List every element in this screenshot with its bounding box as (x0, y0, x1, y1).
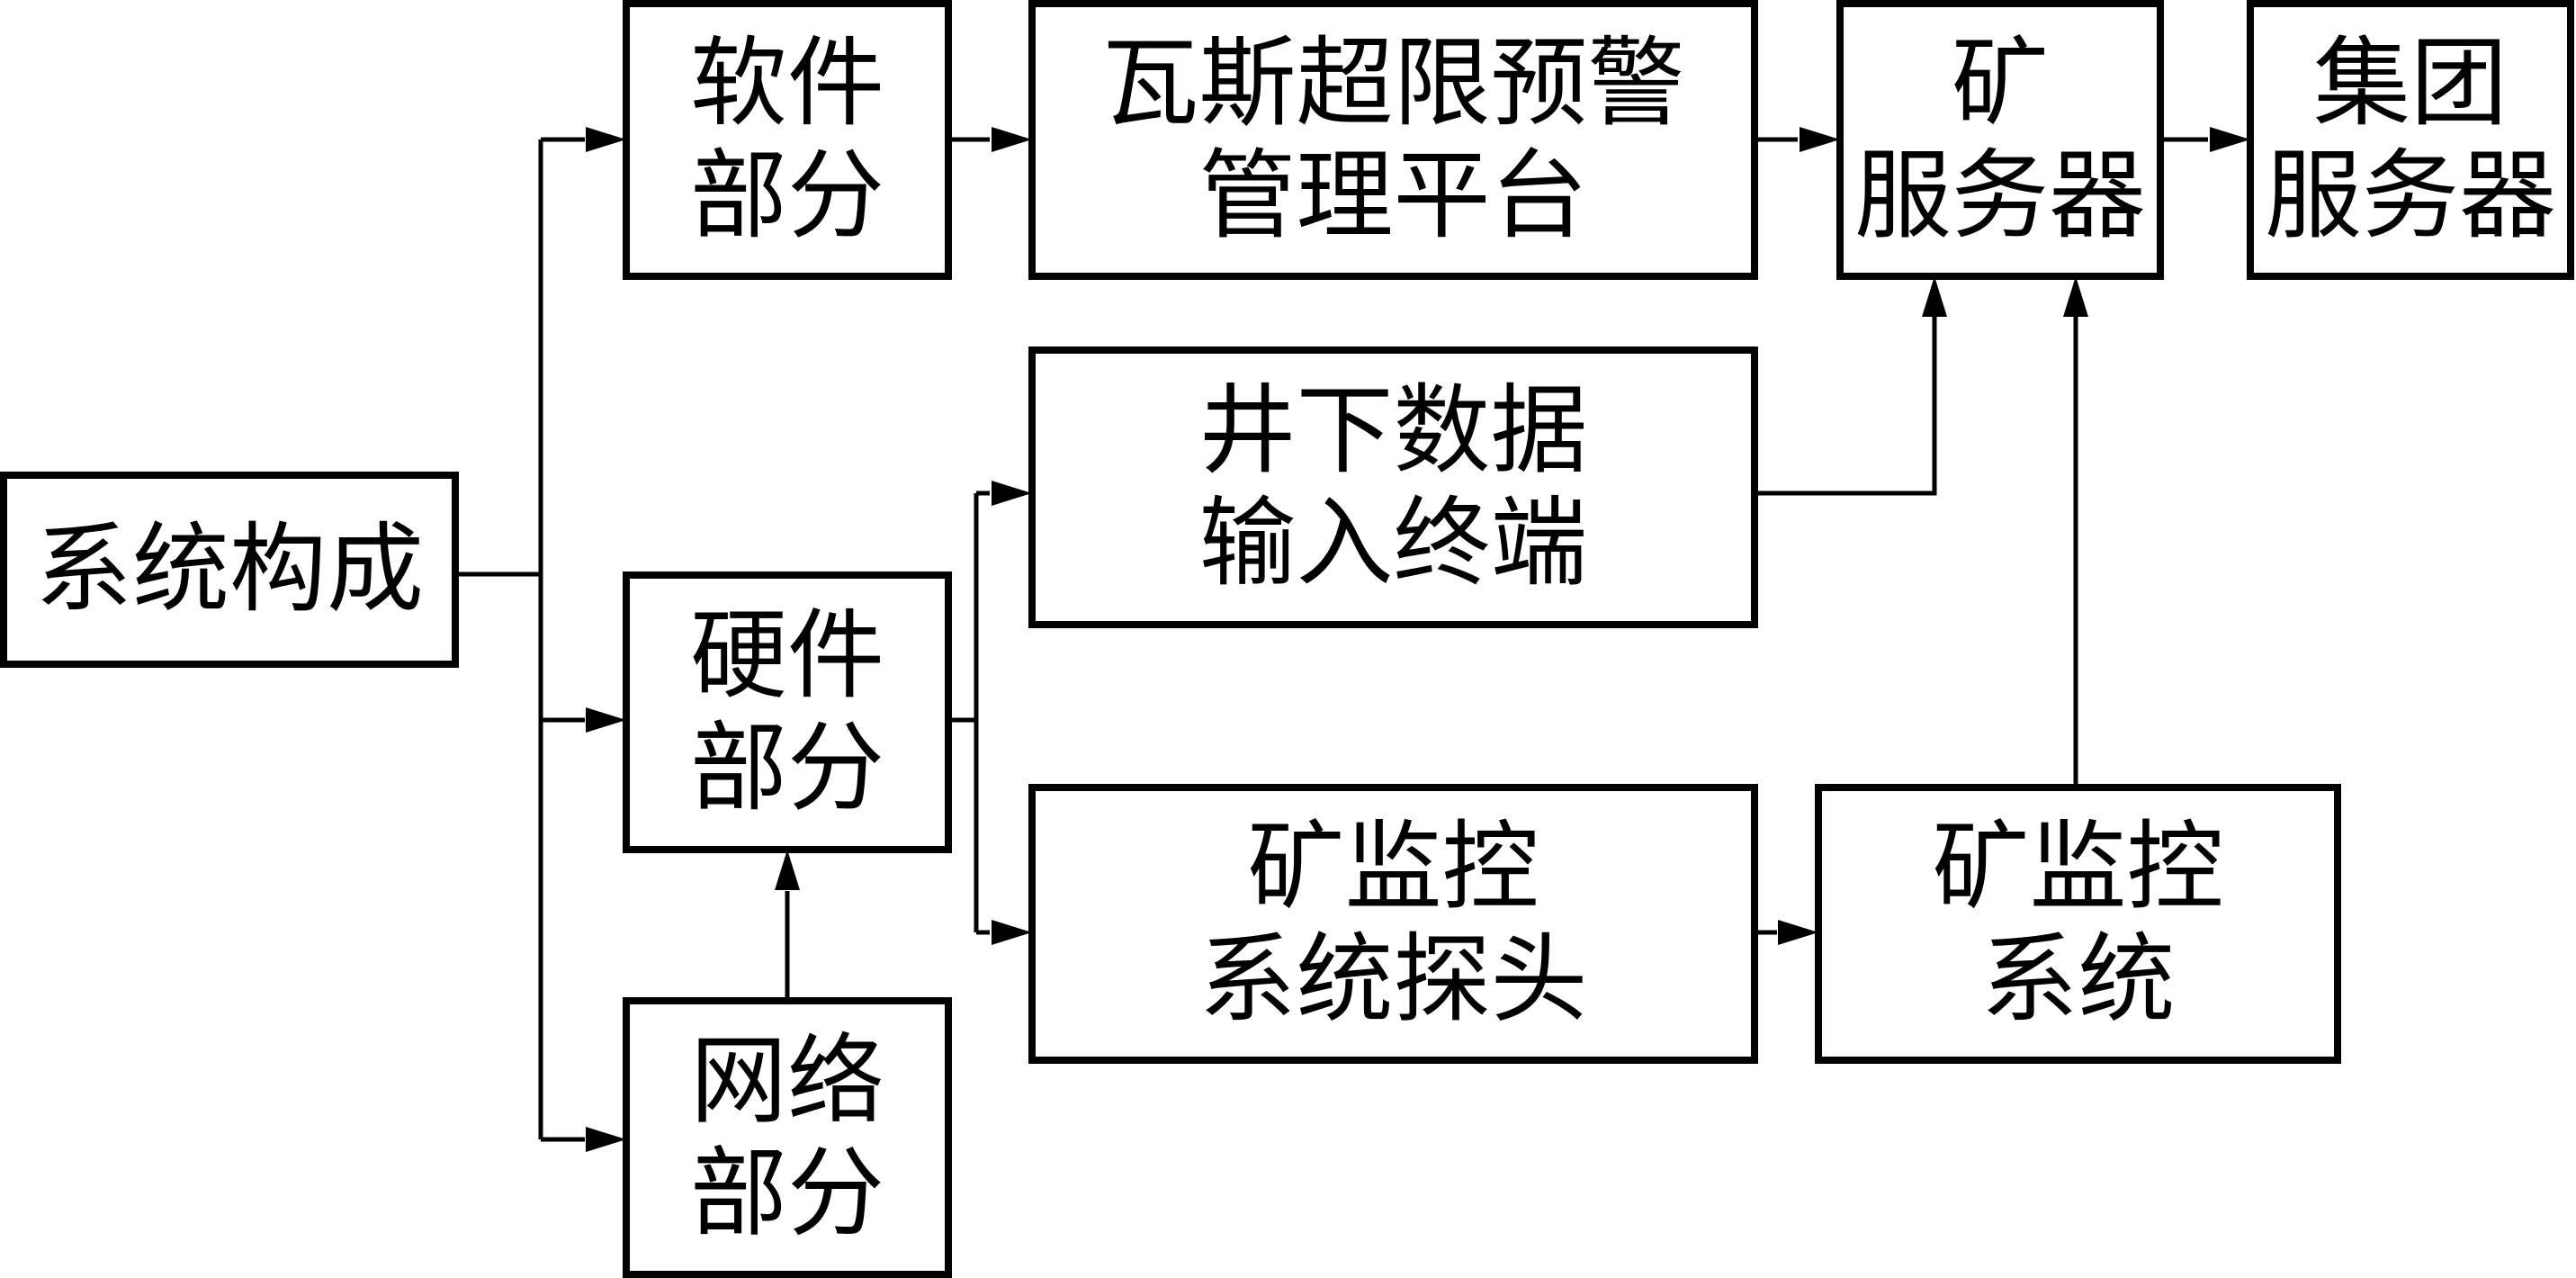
box-label-line: 部分 (690, 140, 884, 253)
box-label-line: 系统探头 (1198, 924, 1587, 1037)
arrow-monitor-to-mine-server (2063, 276, 2088, 317)
box-label-line: 矿监控 (1932, 812, 2223, 924)
box-border (0, 472, 459, 668)
box-system: 系统构成 (0, 472, 459, 668)
box-label-line: 集团 (2313, 28, 2508, 140)
box-label-line: 部分 (690, 713, 884, 825)
box-label-line: 矿 (1952, 28, 2049, 140)
box-label-line: 网络 (690, 1025, 884, 1138)
arrow-to-software (586, 127, 626, 152)
box-border (1836, 0, 2164, 280)
connector-terminal-mineserver (1755, 317, 1937, 496)
arrow-to-group-server (2210, 127, 2250, 152)
box-label-line: 软件 (690, 28, 884, 140)
box-border (1028, 346, 1758, 628)
box-border (1815, 784, 2341, 1064)
box-label-line: 服务器 (2265, 140, 2556, 253)
box-label-line: 矿监控 (1247, 812, 1539, 924)
arrow-network-to-hardware (775, 850, 800, 890)
box-border (623, 0, 952, 280)
box-label-line: 服务器 (1854, 140, 2146, 253)
box-label-line: 系统构成 (35, 514, 424, 626)
box-border (1028, 784, 1758, 1064)
box-border (1028, 0, 1758, 280)
box-label-line: 系统 (1980, 924, 2175, 1037)
box-label-line: 管理平台 (1198, 140, 1587, 253)
box-label-line: 硬件 (690, 600, 884, 713)
box-border (623, 572, 952, 853)
arrow-to-hardware (586, 707, 626, 733)
connectors (455, 127, 2250, 1152)
box-label-line: 输入终端 (1198, 488, 1587, 600)
box-label-line: 瓦斯超限预警 (1101, 28, 1684, 140)
box-border (623, 997, 952, 1278)
box-label-line: 井下数据 (1198, 375, 1587, 488)
box-label-line: 部分 (690, 1138, 884, 1250)
arrow-to-network (586, 1127, 626, 1152)
box-border (2247, 0, 2574, 280)
arrow-terminal-to-mine-server (1922, 276, 1947, 317)
arrow-to-data-terminal (992, 481, 1032, 506)
arrow-to-monitor-system (1778, 920, 1818, 945)
arrow-to-probe (992, 920, 1032, 945)
arrow-to-mine-server (1800, 127, 1840, 152)
arrow-to-gas-platform (992, 127, 1032, 152)
